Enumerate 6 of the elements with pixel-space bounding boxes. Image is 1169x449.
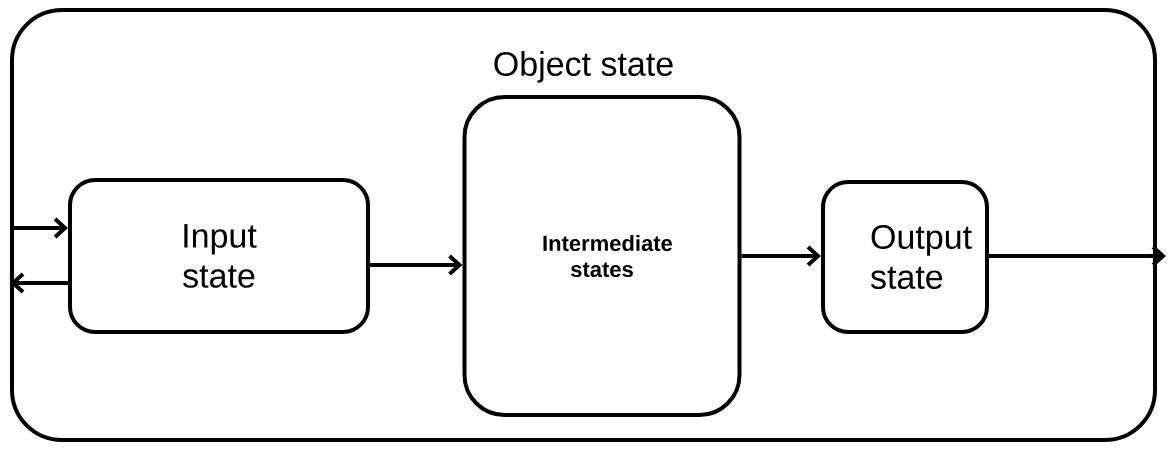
state-box: Intermediate states [462, 95, 742, 417]
arrow [989, 245, 1166, 267]
state-box: Output state [821, 180, 989, 334]
arrow [741, 245, 821, 267]
arrow [370, 254, 463, 276]
state-box: Input state [68, 178, 370, 334]
